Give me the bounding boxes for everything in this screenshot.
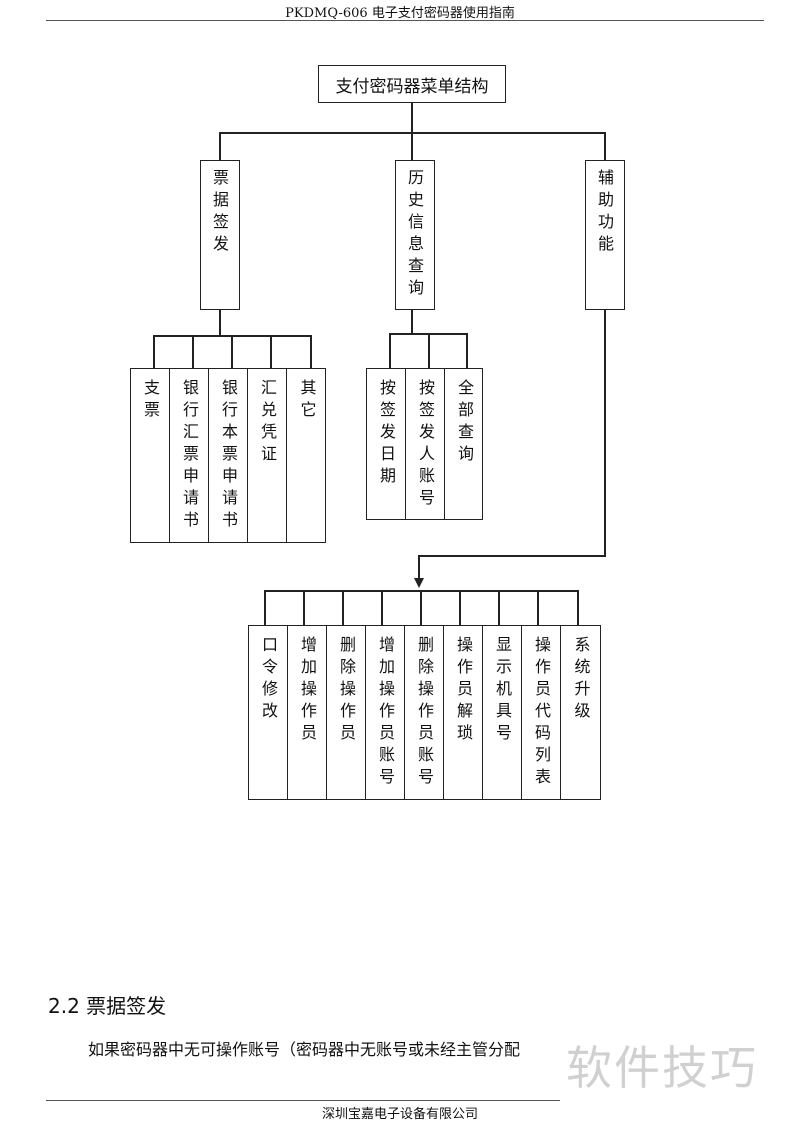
leaf-label: 增加操作员	[298, 636, 317, 746]
leaf-box: 支票	[131, 369, 170, 542]
connector-line	[342, 590, 344, 625]
leaf-label: 操作员解琐	[454, 636, 473, 746]
connector-line	[303, 590, 305, 625]
connector-line	[381, 590, 383, 625]
leaf-label: 支票	[141, 379, 160, 423]
connector-line	[498, 590, 500, 625]
leaf-label: 按签发日期	[377, 379, 396, 489]
branch-label: 票据签发	[210, 169, 229, 257]
diagram-root-box: 支付密码器菜单结构	[318, 65, 506, 103]
connector-line	[418, 555, 420, 580]
leaf-box: 显示机具号	[483, 626, 522, 799]
connector-line	[577, 590, 579, 625]
connector-line	[219, 132, 221, 160]
leaf-box: 口令修改	[249, 626, 288, 799]
leaf-box: 其它	[287, 369, 326, 542]
leaf-label: 系统升级	[571, 636, 591, 724]
leaf-label: 汇兑凭证	[258, 379, 277, 467]
leaf-box: 系统升级	[561, 626, 600, 799]
connector-line	[411, 310, 413, 334]
connector-line	[153, 335, 155, 368]
leaf-label: 删除操作员账号	[415, 636, 434, 790]
connector-line	[270, 335, 272, 368]
header-divider	[46, 20, 764, 21]
branch-box-history-query: 历史信息查询	[395, 160, 435, 310]
leaf-box: 汇兑凭证	[248, 369, 287, 542]
branch-box-ticket-issue: 票据签发	[200, 160, 240, 310]
leaf-label: 全部查询	[455, 379, 474, 467]
connector-line	[418, 555, 606, 557]
connector-line	[310, 335, 312, 368]
leaf-box: 增加操作员账号	[366, 626, 405, 799]
leaf-label: 其它	[297, 379, 317, 423]
branch-children-ticket-issue: 支票 银行汇票申请书 银行本票申请书 汇兑凭证 其它	[130, 368, 326, 543]
connector-line	[389, 333, 391, 368]
leaf-box: 操作员解琐	[444, 626, 483, 799]
connector-line	[604, 132, 606, 160]
diagram-root-label: 支付密码器菜单结构	[335, 76, 489, 97]
leaf-label: 显示机具号	[493, 636, 512, 746]
connector-line	[231, 335, 233, 368]
branch-children-aux-functions: 口令修改 增加操作员 删除操作员 增加操作员账号 删除操作员账号 操作员解琐 显…	[248, 625, 601, 800]
leaf-label: 口令修改	[259, 636, 278, 724]
leaf-box: 银行本票申请书	[209, 369, 248, 542]
connector-line	[411, 103, 413, 133]
leaf-box: 银行汇票申请书	[170, 369, 209, 542]
branch-label: 辅助功能	[595, 169, 614, 257]
connector-line	[420, 590, 422, 625]
leaf-box: 增加操作员	[288, 626, 327, 799]
section-heading: 2.2 票据签发	[48, 994, 167, 1018]
body-paragraph: 如果密码器中无可操作账号（密码器中无账号或未经主管分配	[88, 1040, 521, 1059]
leaf-label: 操作员代码列表	[532, 636, 551, 790]
branch-label: 历史信息查询	[405, 169, 424, 301]
leaf-label: 删除操作员	[337, 636, 356, 746]
connector-line	[192, 335, 194, 368]
leaf-box: 操作员代码列表	[522, 626, 561, 799]
leaf-box: 按签发人账号	[406, 369, 445, 519]
arrow-down-icon	[414, 578, 424, 588]
page-header-title: PKDMQ-606 电子支付密码器使用指南	[285, 6, 515, 21]
leaf-box: 删除操作员	[327, 626, 366, 799]
leaf-box: 按签发日期	[367, 369, 406, 519]
leaf-box: 全部查询	[445, 369, 483, 519]
footer-divider	[46, 1100, 560, 1101]
connector-line	[428, 333, 430, 368]
connector-line	[411, 132, 413, 160]
connector-line	[604, 310, 606, 556]
leaf-label: 增加操作员账号	[376, 636, 395, 790]
leaf-label: 银行本票申请书	[219, 379, 238, 533]
connector-line	[466, 333, 468, 368]
watermark: 软件技巧	[566, 1041, 758, 1095]
leaf-label: 按签发人账号	[416, 379, 435, 511]
leaf-label: 银行汇票申请书	[180, 379, 199, 533]
connector-line	[264, 590, 266, 625]
connector-line	[219, 310, 221, 336]
branch-box-aux-functions: 辅助功能	[585, 160, 625, 310]
connector-line	[459, 590, 461, 625]
leaf-box: 删除操作员账号	[405, 626, 444, 799]
page-footer-company: 深圳宝嘉电子设备有限公司	[321, 1107, 478, 1122]
branch-children-history-query: 按签发日期 按签发人账号 全部查询	[366, 368, 483, 520]
connector-line	[537, 590, 539, 625]
